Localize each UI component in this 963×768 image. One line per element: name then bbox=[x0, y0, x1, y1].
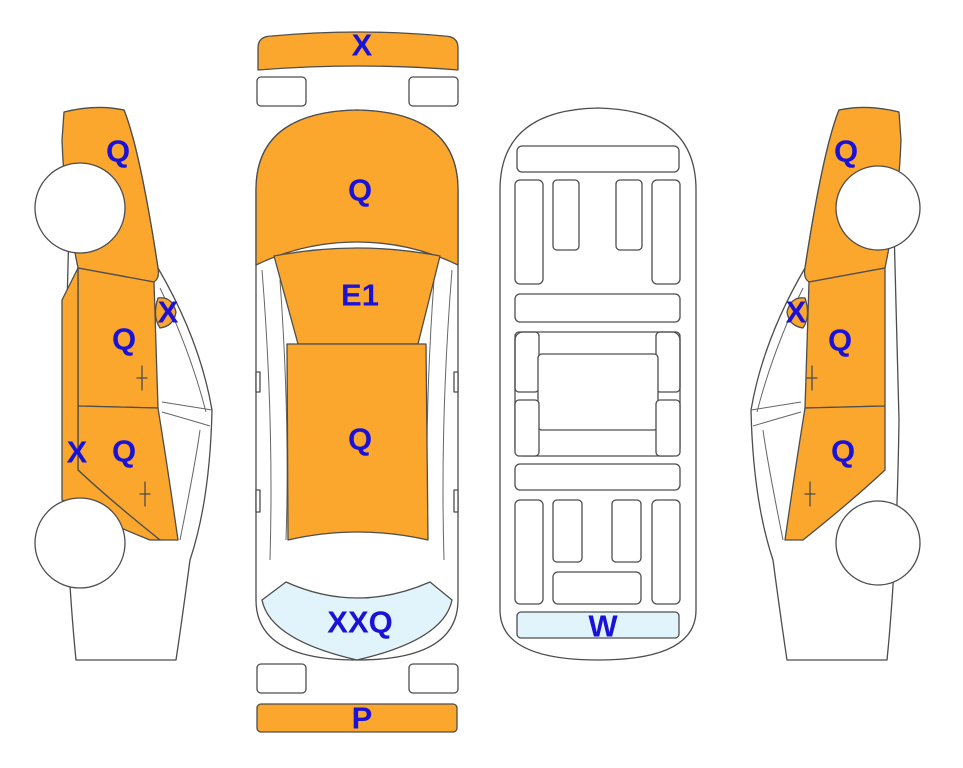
ub-front-right-inner bbox=[615, 179, 643, 251]
left-front-wheel bbox=[34, 162, 126, 254]
label-rear-window: XXQ bbox=[327, 605, 392, 640]
ub-crossmember-front bbox=[514, 293, 681, 323]
underbody-rear-panel[interactable] bbox=[516, 611, 680, 639]
left-side-view bbox=[34, 106, 213, 661]
right-rear-wheel bbox=[835, 500, 921, 586]
right-front-door-handle bbox=[806, 365, 818, 391]
right-mirror[interactable] bbox=[786, 297, 809, 329]
label-left-front-fender: Q bbox=[106, 134, 130, 169]
roof[interactable] bbox=[286, 343, 429, 541]
ub-rear-right-rail bbox=[651, 499, 681, 605]
rear-window[interactable] bbox=[261, 581, 453, 661]
left-side-mirror-top bbox=[255, 371, 261, 393]
label-rear-bumper: P bbox=[352, 701, 373, 736]
ub-front-right-rail bbox=[651, 179, 681, 285]
ub-front-left-rail bbox=[514, 179, 544, 285]
ub-center-panel bbox=[537, 353, 659, 431]
label-right-rear-door: Q bbox=[831, 434, 855, 469]
right-rear-door-handle bbox=[804, 481, 816, 507]
front-bumper[interactable] bbox=[257, 31, 459, 71]
ub-left-mid2 bbox=[514, 399, 540, 457]
right-rear-mark bbox=[453, 489, 459, 513]
ub-rear-right-inner bbox=[611, 499, 642, 563]
label-left-mirror: X bbox=[158, 295, 179, 330]
label-front-bumper: X bbox=[352, 28, 373, 63]
rear-left-block bbox=[256, 663, 307, 694]
hood[interactable] bbox=[255, 109, 459, 266]
right-side-window-lines bbox=[750, 287, 804, 541]
ub-rear-left-inner bbox=[552, 499, 583, 563]
left-front-door-handle bbox=[136, 365, 148, 391]
damage-labels: X Q E1 Q XXQ P W Q X Q Q X Q X Q Q bbox=[67, 28, 858, 736]
ub-right-mid bbox=[655, 331, 681, 393]
ub-right-mid2 bbox=[655, 399, 681, 457]
ub-center-frame bbox=[514, 331, 681, 457]
left-side-windows bbox=[261, 269, 288, 561]
rear-bumper[interactable] bbox=[256, 703, 458, 733]
left-side-window-lines bbox=[159, 287, 213, 541]
ub-front-panel bbox=[516, 145, 680, 173]
right-side-mirror-top bbox=[453, 371, 459, 393]
ub-rear-center bbox=[552, 571, 642, 605]
right-front-wheel bbox=[835, 165, 921, 251]
label-left-rear-door: Q bbox=[112, 434, 136, 469]
right-side-view bbox=[750, 106, 921, 661]
ub-crossmember-rear bbox=[514, 463, 681, 491]
label-left-rocker: X bbox=[67, 435, 88, 470]
ub-left-mid bbox=[514, 331, 540, 393]
label-right-front-fender: Q bbox=[834, 134, 858, 169]
ub-front-left-inner bbox=[552, 179, 580, 251]
ub-rear-left-rail bbox=[514, 499, 544, 605]
front-right-block bbox=[408, 76, 459, 107]
windshield[interactable] bbox=[273, 247, 441, 345]
front-left-block bbox=[256, 76, 307, 107]
label-left-front-door: Q bbox=[112, 322, 136, 357]
label-right-mirror: X bbox=[786, 295, 807, 330]
left-rear-mark bbox=[255, 489, 261, 513]
label-right-front-door: Q bbox=[828, 323, 852, 358]
left-mirror[interactable] bbox=[154, 297, 177, 329]
left-rear-wheel bbox=[34, 497, 126, 589]
left-rear-door-handle bbox=[139, 481, 151, 507]
underbody-view bbox=[499, 107, 697, 661]
label-windshield: E1 bbox=[341, 278, 379, 313]
label-underbody-rear: W bbox=[588, 609, 618, 644]
label-roof: Q bbox=[348, 422, 372, 457]
rear-right-block bbox=[408, 663, 459, 694]
top-view bbox=[255, 31, 459, 733]
label-hood: Q bbox=[348, 173, 372, 208]
